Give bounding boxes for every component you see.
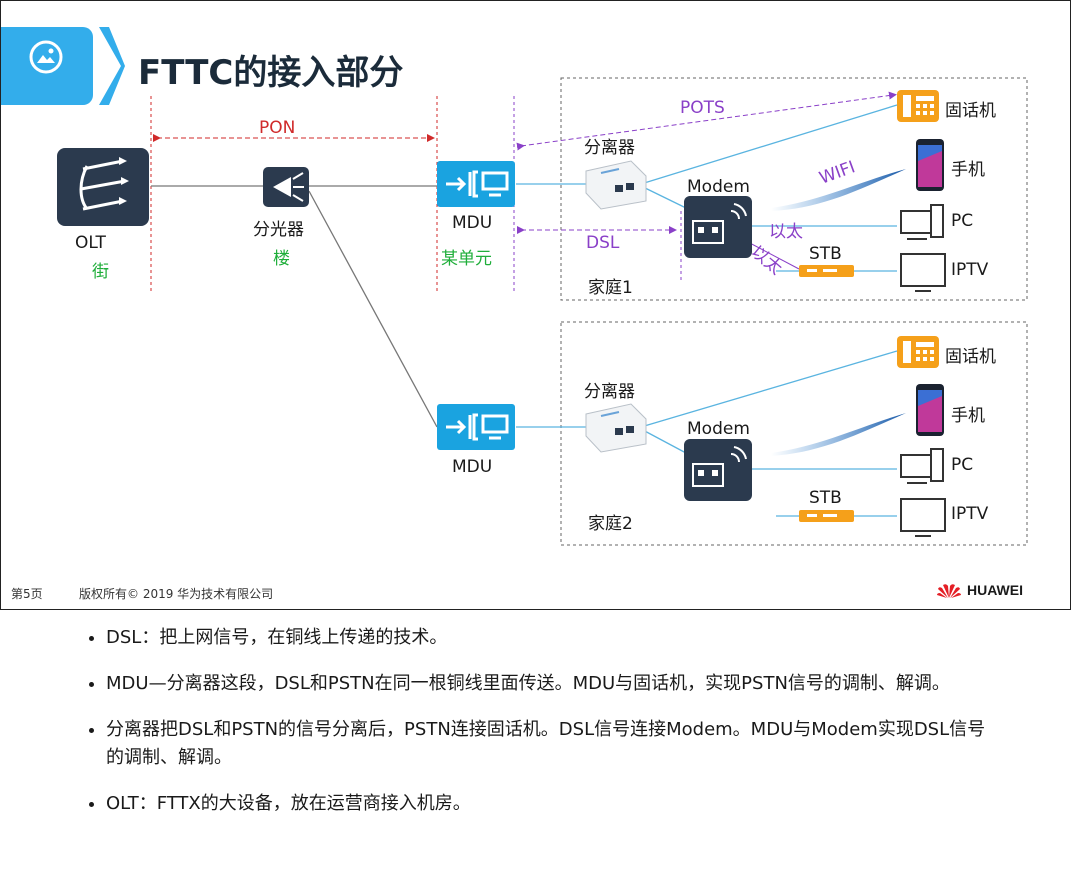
- home1-splitter-icon: [585, 160, 647, 210]
- page-title: FTTC的接入部分: [138, 53, 404, 93]
- home2-landline-icon: [897, 336, 939, 368]
- image-icon: [29, 40, 63, 74]
- note-item: MDU—分离器这段，DSL和PSTN在同一根铜线里面传送。MDU与固话机，实现P…: [106, 670, 988, 698]
- note-item: DSL：把上网信号，在铜线上传递的技术。: [106, 624, 988, 652]
- mdu2-label: MDU: [452, 457, 493, 477]
- home1-mobile-icon: [916, 139, 944, 191]
- home2-modem-icon: [684, 439, 752, 501]
- page-number: 第5页: [11, 587, 43, 601]
- home2-mobile-label: 手机: [951, 406, 985, 426]
- pon-label: PON: [259, 118, 296, 138]
- home2-label: 家庭2: [588, 514, 633, 534]
- network-diagram: [57, 77, 1028, 546]
- home2-iptv-label: IPTV: [951, 504, 989, 524]
- home1-phone-label: 固话机: [945, 101, 996, 121]
- home1-pc-label: PC: [951, 211, 974, 231]
- brand-name: HUAWEI: [967, 582, 1023, 598]
- title-badge: [1, 27, 93, 105]
- pots-label: POTS: [680, 98, 725, 118]
- home1-box: [560, 77, 1028, 301]
- ethernet-label-1: 以太: [769, 222, 803, 242]
- home1-tv-icon: [900, 253, 946, 292]
- notes: DSL：把上网信号，在铜线上传递的技术。 MDU—分离器这段，DSL和PSTN在…: [88, 624, 988, 836]
- optical-splitter-label: 分光器: [253, 220, 304, 240]
- mdu2-icon: [437, 404, 515, 450]
- home2-pc-icon: [900, 448, 944, 484]
- home1-landline-icon: [897, 90, 939, 122]
- olt-sub-label: 街: [92, 262, 109, 282]
- home1-label: 家庭1: [588, 278, 633, 298]
- home2-box: [560, 321, 1028, 546]
- note-item: OLT：FTTX的大设备，放在运营商接入机房。: [106, 790, 988, 818]
- home1-modem-icon: [684, 196, 752, 258]
- home1-splitter-label: 分离器: [584, 138, 635, 158]
- home1-mobile-label: 手机: [951, 160, 985, 180]
- home2-tv-icon: [900, 498, 946, 537]
- pots-arrow: [516, 91, 897, 151]
- home1-stb-icon: [799, 265, 854, 277]
- chevron-right-icon: [99, 27, 125, 105]
- note-item: 分离器把DSL和PSTN的信号分离后，PSTN连接固话机。DSL信号连接Mode…: [106, 716, 988, 772]
- home2-pc-label: PC: [951, 455, 974, 475]
- mdu1-sub-label: 某单元: [441, 249, 492, 269]
- olt-label: OLT: [75, 233, 106, 253]
- wifi-beam-2: [771, 413, 906, 456]
- home1-stb-label: STB: [809, 244, 842, 264]
- home2-modem-label: Modem: [687, 419, 750, 439]
- mdu1-label: MDU: [452, 213, 493, 233]
- huawei-logo: HUAWEI: [937, 581, 1023, 599]
- home2-splitter-label: 分离器: [584, 382, 635, 402]
- home1-pc-icon: [900, 204, 944, 240]
- home2-splitter-icon: [585, 403, 647, 453]
- olt-icon: [57, 148, 149, 226]
- huawei-logo-icon: [937, 584, 961, 598]
- wifi-beam: [771, 169, 906, 211]
- dsl-label: DSL: [586, 233, 620, 253]
- home1-iptv-label: IPTV: [951, 260, 989, 280]
- home1-modem-label: Modem: [687, 177, 750, 197]
- optical-splitter-sub-label: 楼: [273, 249, 290, 269]
- home2-stb-icon: [799, 510, 854, 522]
- optical-splitter-icon: [263, 167, 309, 207]
- home2-phone-label: 固话机: [945, 347, 996, 367]
- mdu1-icon: [437, 161, 515, 207]
- home2-stb-label: STB: [809, 488, 842, 508]
- copyright: 版权所有© 2019 华为技术有限公司: [79, 587, 274, 601]
- home2-mobile-icon: [916, 384, 944, 436]
- slide: FTTC的接入部分: [0, 0, 1071, 610]
